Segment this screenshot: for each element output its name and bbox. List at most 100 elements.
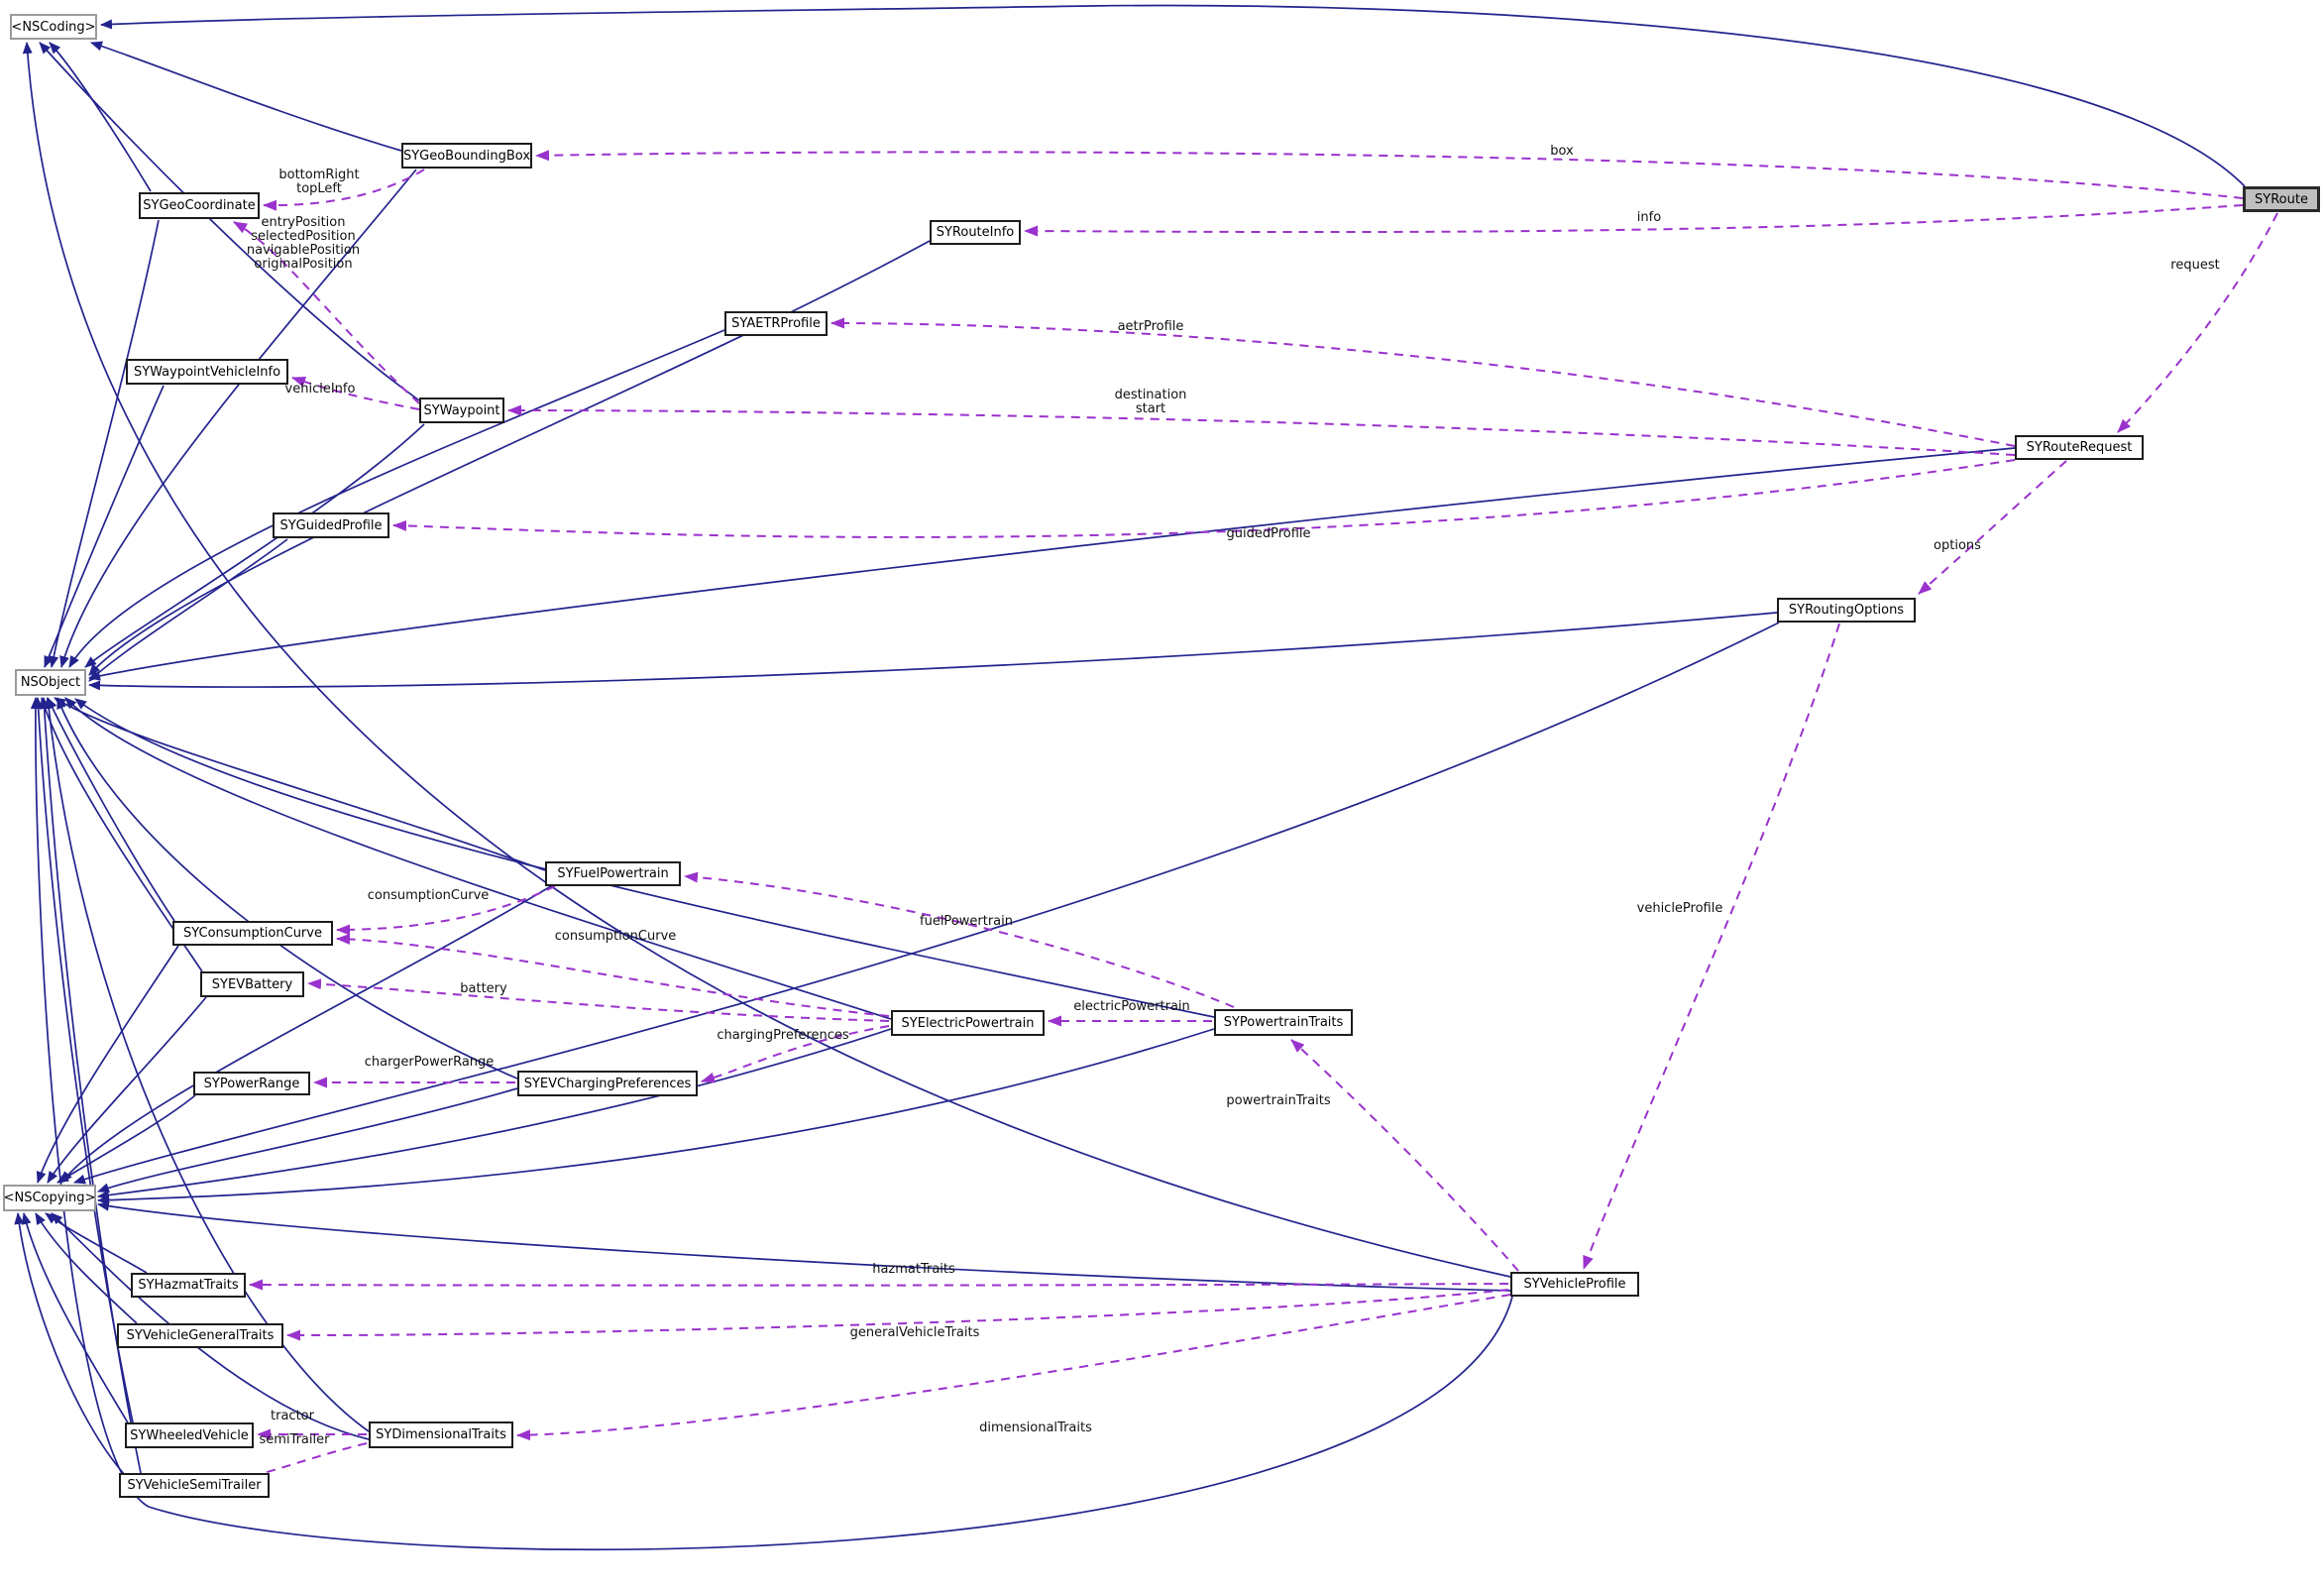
edge-usage-routingoptions-to-vehicleprofile [1583, 623, 1840, 1270]
edge-usage-routerequest-to-guidedprofile [392, 459, 2016, 538]
edge-usage-dimensionaltraits-to-vehiclesemitrailer [233, 1442, 368, 1484]
edge-usage-waypoint-to-waypointvehicleinfo [291, 377, 420, 410]
edge-inheritance-aetrprofile-to-nsobject [68, 329, 725, 668]
edge-inheritance-consumptioncurve-to-nscopying [36, 945, 179, 1184]
edge-inheritance-routingoptions-to-nsobject [88, 612, 1778, 691]
edge-label-generalVehicleTraits: generalVehicleTraits [849, 1325, 980, 1340]
edge-label-powertrainTraits: powertrainTraits [1226, 1093, 1331, 1108]
class-node-nsobject[interactable]: NSObject [15, 669, 86, 696]
edge-inheritance-evbattery-to-nscopying [47, 996, 207, 1184]
edge-inheritance-geoboundingbox-to-nscoding [90, 41, 402, 152]
edge-usage-electricpowertrain-to-consumptioncurve [336, 933, 890, 1017]
edge-inheritance-guidedprofile-to-nsobject [88, 538, 288, 682]
edge-label-dimensionalTraits: dimensionalTraits [979, 1421, 1092, 1435]
class-node-guidedprofile[interactable]: SYGuidedProfile [273, 512, 389, 538]
edge-usage-fuelpowertrain-to-consumptioncurve [336, 885, 556, 936]
edge-usage-route-to-routerequest [2117, 212, 2278, 433]
edge-label-request: request [2170, 258, 2220, 273]
edge-inheritance-fuelpowertrain-to-nsobject [54, 697, 546, 871]
class-node-routeinfo[interactable]: SYRouteInfo [930, 220, 1021, 245]
edge-inheritance-consumptioncurve-to-nsobject [47, 697, 175, 922]
edge-usage-powertraintraits-to-fuelpowertrain [684, 871, 1235, 1008]
edge-inheritance-vehiclesemitrailer-to-nscopying [14, 1212, 126, 1476]
edge-usage-routerequest-to-aetrprofile [830, 317, 2016, 447]
class-node-aetrprofile[interactable]: SYAETRProfile [724, 311, 828, 336]
class-node-routingoptions[interactable]: SYRoutingOptions [1777, 598, 1916, 623]
class-node-powertraintraits[interactable]: SYPowertrainTraits [1214, 1009, 1353, 1036]
edge-inheritance-routingoptions-to-nscopying [73, 622, 1780, 1185]
class-node-electricpowertrain[interactable]: SYElectricPowertrain [891, 1010, 1045, 1036]
edge-inheritance-electricpowertrain-to-nscopying [97, 1028, 892, 1200]
edge-inheritance-powertraintraits-to-nsobject [74, 698, 1215, 1018]
edge-label-semiTrailer: semiTrailer [259, 1432, 330, 1447]
edge-label-tractor: tractor [271, 1409, 314, 1423]
class-node-powerrange[interactable]: SYPowerRange [193, 1072, 310, 1095]
edge-usage-route-to-routeinfo [1024, 204, 2244, 237]
class-node-wheeledvehicle[interactable]: SYWheeledVehicle [125, 1422, 254, 1448]
class-node-nscopying[interactable]: <NSCopying> [3, 1185, 96, 1211]
edge-usage-vehicleprofile-to-powertraintraits [1290, 1039, 1519, 1272]
edge-inheritance-dimensionaltraits-to-nsobject [44, 697, 370, 1432]
edge-inheritance-routeinfo-to-nsobject [88, 240, 931, 676]
class-node-vehiclegeneraltraits[interactable]: SYVehicleGeneralTraits [117, 1323, 283, 1348]
class-node-geocoordinate[interactable]: SYGeoCoordinate [139, 192, 260, 219]
edge-label-vehicleProfile: vehicleProfile [1636, 901, 1723, 916]
edge-label-chargerPowerRange: chargerPowerRange [364, 1055, 495, 1070]
edge-inheritance-vehiclesemitrailer-to-nsobject [39, 697, 142, 1474]
class-node-consumptioncurve[interactable]: SYConsumptionCurve [172, 921, 333, 946]
class-node-evchargingpreferences[interactable]: SYEVChargingPreferences [517, 1071, 698, 1096]
edge-label-box: box [1550, 144, 1574, 159]
edge-inheritance-evchargingpreferences-to-nscopying [97, 1087, 518, 1193]
edge-inheritance-routerequest-to-nsobject [88, 447, 2016, 681]
edge-inheritance-waypoint-to-nsobject [84, 423, 425, 668]
edge-usage-routerequest-to-waypoint [507, 404, 2016, 456]
class-node-route[interactable]: SYRoute [2243, 186, 2320, 212]
edge-inheritance-powerrange-to-nscopying [56, 1094, 196, 1184]
edge-inheritance-geoboundingbox-to-nsobject [59, 169, 417, 668]
class-node-geoboundingbox[interactable]: SYGeoBoundingBox [401, 143, 532, 169]
class-node-fuelpowertrain[interactable]: SYFuelPowertrain [545, 861, 681, 886]
edge-label-consumptionCurve2: consumptionCurve [554, 929, 677, 944]
edge-usage-vehicleprofile-to-vehiclegeneraltraits [286, 1289, 1509, 1341]
class-node-waypointvehicleinfo[interactable]: SYWaypointVehicleInfo [126, 359, 288, 385]
edge-inheritance-vehicleprofile-to-nsobject [30, 697, 1513, 1551]
class-node-routerequest[interactable]: SYRouteRequest [2015, 435, 2144, 460]
edge-inheritance-wheeledvehicle-to-nscopying [21, 1212, 130, 1425]
edge-usage-electricpowertrain-to-evchargingpreferences [701, 1025, 890, 1083]
edge-label-consumptionCurve1: consumptionCurve [367, 888, 490, 903]
edge-inheritance-geocoordinate-to-nsobject [49, 219, 160, 668]
class-node-hazmattraits[interactable]: SYHazmatTraits [131, 1273, 246, 1298]
edge-usage-geoboundingbox-to-geocoordinate [263, 169, 425, 211]
edge-usage-electricpowertrain-to-evbattery [307, 978, 890, 1022]
edge-inheritance-fuelpowertrain-to-nscopying [60, 885, 552, 1184]
edge-label-battery: battery [460, 981, 507, 996]
edge-label-fuelPowertrain: fuelPowertrain [920, 914, 1013, 929]
edge-usage-route-to-geoboundingbox [535, 150, 2244, 199]
edge-inheritance-powertraintraits-to-nscopying [97, 1028, 1215, 1205]
class-node-evbattery[interactable]: SYEVBattery [200, 971, 304, 997]
edge-label-chargingPreferences: chargingPreferences [717, 1028, 849, 1043]
edge-inheritance-geocoordinate-to-nscoding [49, 42, 152, 192]
edge-inheritance-vehicleprofile-to-nscoding [22, 42, 1511, 1278]
class-node-vehiclesemitrailer[interactable]: SYVehicleSemiTrailer [119, 1473, 270, 1498]
edge-inheritance-route-to-nscoding [100, 4, 2246, 187]
edge-usage-vehicleprofile-to-dimensionaltraits [516, 1294, 1511, 1441]
edge-usage-waypoint-to-geocoordinate [233, 221, 420, 404]
edge-label-options: options [1934, 538, 1981, 553]
edge-label-aetrProfile: aetrProfile [1117, 319, 1184, 334]
edge-label-hazmatTraits: hazmatTraits [872, 1262, 955, 1277]
class-node-nscoding[interactable]: <NSCoding> [10, 14, 97, 40]
edge-label-vehicleInfo: vehicleInfo [284, 382, 356, 397]
edge-inheritance-evchargingpreferences-to-nsobject [56, 697, 518, 1080]
edge-usage-routerequest-to-routingoptions [1918, 460, 2067, 595]
edge-inheritance-waypointvehicleinfo-to-nsobject [44, 385, 165, 668]
class-node-dimensionaltraits[interactable]: SYDimensionalTraits [369, 1421, 513, 1448]
edge-label-guidedProfile: guidedProfile [1226, 526, 1311, 541]
class-node-waypoint[interactable]: SYWaypoint [419, 398, 504, 423]
class-node-vehicleprofile[interactable]: SYVehicleProfile [1510, 1272, 1639, 1297]
